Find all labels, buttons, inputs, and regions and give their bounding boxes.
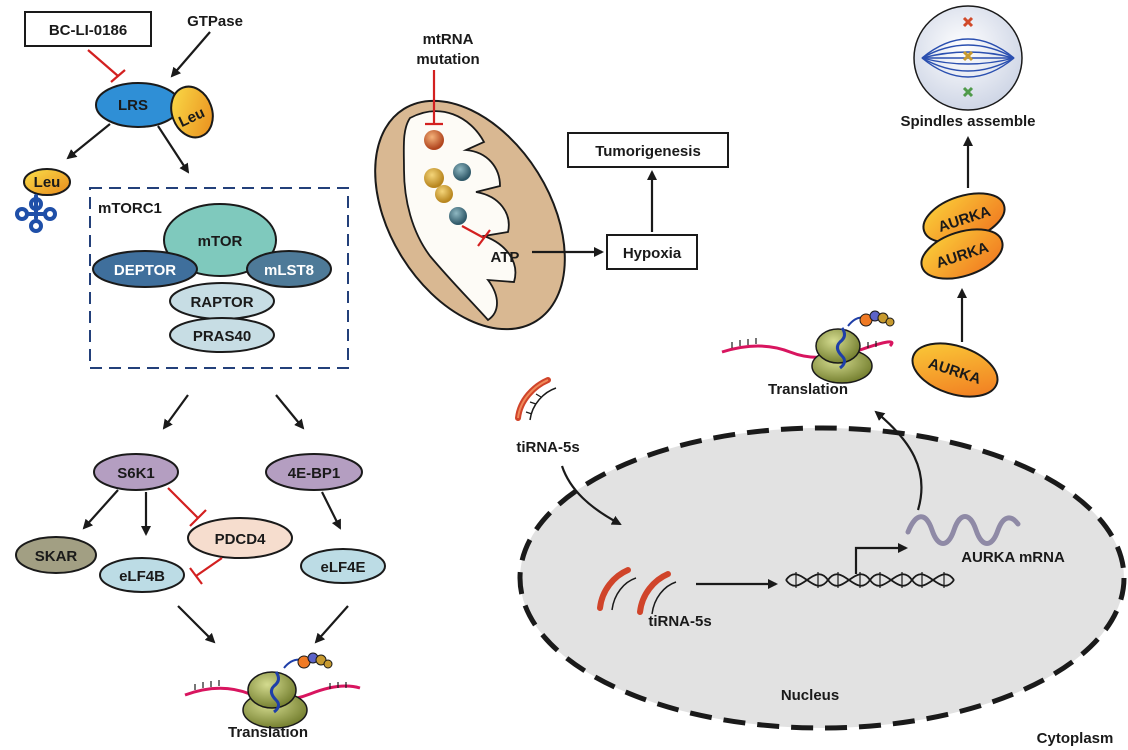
arrow-gtpase-lrs	[170, 31, 211, 78]
hypoxia-box	[606, 234, 698, 270]
pras40-node	[169, 317, 275, 353]
hypoxia-label: Hypoxia	[623, 245, 682, 262]
tirna-label-nucleus: tiRNA-5s	[648, 613, 711, 630]
trna-leu-node	[23, 168, 71, 196]
translation-label-right: Translation	[768, 381, 848, 398]
arrow-s6k1-skar	[82, 489, 119, 530]
s6k1-label: S6K1	[117, 465, 155, 482]
mtrna-label-2: mutation	[416, 51, 479, 68]
arrow-mrna-translation	[874, 410, 923, 511]
elf4b-label: eLF4B	[119, 568, 165, 585]
inhibit-bar-bcli	[110, 69, 126, 83]
left-pathway: BC-LI-0186 GTPase LRS Leu Leu mTORC1 mTO…	[15, 11, 386, 741]
pdcd4-node	[187, 517, 293, 559]
leu-node	[170, 85, 214, 139]
elf4b-node	[99, 557, 185, 593]
ribosome-icon-left	[184, 652, 361, 729]
trna-icon	[15, 194, 57, 233]
inhibit-line-pdcd4-elf4b	[195, 557, 223, 577]
elf4e-label: eLF4E	[320, 559, 365, 576]
arrow-lrs-trna	[66, 123, 111, 160]
tirna-icon-top	[515, 377, 557, 421]
mlst8-label: mLST8	[264, 262, 314, 279]
cytoplasm-label: Cytoplasm	[1037, 730, 1114, 747]
inhibit-bar-atp	[477, 229, 491, 247]
deptor-node	[92, 250, 198, 288]
lrs-label: LRS	[118, 97, 148, 114]
pras40-label: PRAS40	[193, 328, 251, 345]
right-pathway: Spindles assemble AURKA AURKA AURKA T	[515, 5, 1127, 747]
arrow-4ebp1-elf4e	[321, 491, 341, 530]
mtor-node	[163, 203, 277, 277]
arrow-mtorc1-s6k1	[162, 394, 189, 430]
tirna-icon-nucleus	[597, 567, 677, 615]
raptor-label: RAPTOR	[190, 294, 253, 311]
inhibit-line-atp	[461, 225, 485, 239]
4ebp1-node	[265, 453, 363, 491]
gtpase-label: GTPase	[187, 13, 243, 30]
mito-pathway: mtRNA mutation ATP Hypoxia Tumorigenesis	[374, 31, 729, 331]
arrow-mtorc1-4ebp1	[275, 394, 305, 430]
arrow-lrs-mtorc1	[157, 125, 190, 174]
4ebp1-label: 4E-BP1	[288, 465, 341, 482]
nucleus	[517, 425, 1127, 731]
pdcd4-label: PDCD4	[215, 531, 267, 548]
aurka-node-2	[920, 228, 1004, 280]
aurka-node-3	[911, 342, 999, 398]
mtrna-label-1: mtRNA	[423, 31, 474, 48]
inhibit-bar-pdcd4-elf4b	[189, 567, 203, 585]
tumorigenesis-label: Tumorigenesis	[595, 143, 701, 160]
spindle-cell-icon	[913, 5, 1023, 111]
translation-label-left: Translation	[228, 724, 308, 741]
ribosome-icon-right	[721, 310, 895, 384]
s6k1-node	[93, 453, 179, 491]
inhibit-line-s6k1-pdcd4	[167, 487, 199, 519]
atp-label: ATP	[491, 249, 520, 266]
mtor-label: mTOR	[198, 233, 243, 250]
tirna-label-top: tiRNA-5s	[516, 439, 579, 456]
tumorigenesis-box	[567, 132, 729, 168]
aurka-mrna-label: AURKA mRNA	[961, 549, 1065, 566]
dna-helix-icon	[785, 572, 955, 588]
arrow-elf4b-translation	[177, 605, 216, 644]
mitochondrion-icon	[374, 99, 566, 331]
nucleus-label: Nucleus	[781, 687, 839, 704]
skar-node	[15, 536, 97, 574]
inhibit-line-bcli	[87, 49, 119, 77]
mtorc1-box	[89, 187, 349, 369]
arrow-elf4e-translation	[314, 605, 349, 644]
mlst8-node	[246, 250, 332, 288]
arrow-tirna-nucleus	[560, 465, 622, 525]
deptor-label: DEPTOR	[114, 262, 176, 279]
mtorc1-title: mTORC1	[98, 200, 162, 217]
inhibit-bar-s6k1-pdcd4	[189, 509, 207, 527]
transcription-start-arrow	[854, 543, 908, 574]
aurka-mrna-icon	[905, 514, 1021, 546]
skar-label: SKAR	[35, 548, 78, 565]
inhibitor-box	[24, 11, 152, 47]
trna-leu-label: Leu	[34, 174, 61, 191]
elf4e-node	[300, 548, 386, 584]
inhibitor-label: BC-LI-0186	[49, 22, 127, 39]
spindles-label: Spindles assemble	[900, 113, 1035, 130]
